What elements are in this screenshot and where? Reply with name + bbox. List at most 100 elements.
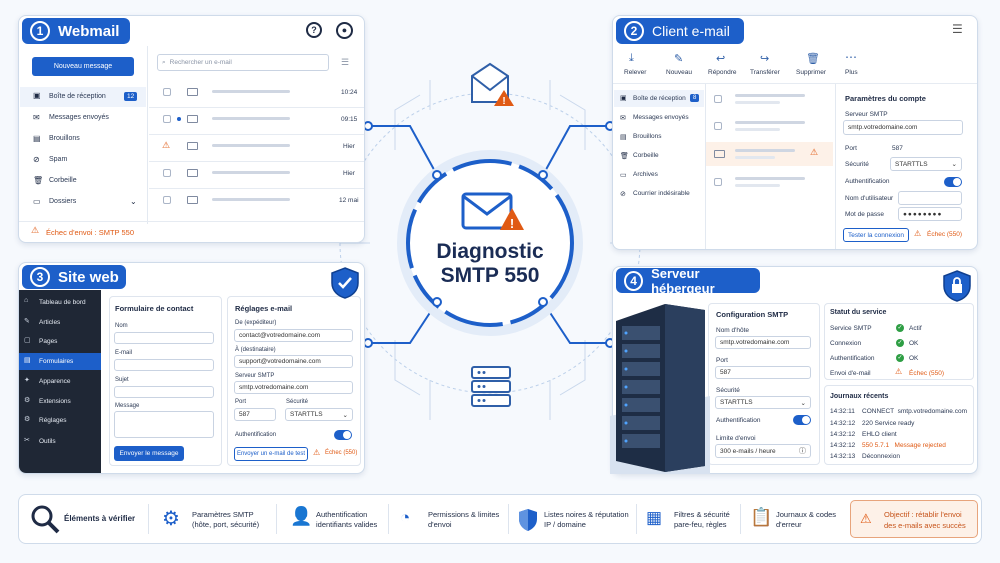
filter-icon[interactable]: ☰ bbox=[341, 57, 350, 67]
separator bbox=[276, 504, 277, 534]
server-rack-illustration bbox=[610, 304, 710, 474]
connector-dot bbox=[432, 297, 442, 307]
username-field[interactable] bbox=[898, 191, 962, 205]
smtp-field[interactable]: smtp.votredomaine.com bbox=[234, 381, 353, 394]
security-select[interactable]: STARTTLS ⌄ bbox=[715, 396, 811, 409]
log-time: 14:32:12 bbox=[830, 431, 856, 438]
toolbar-nouveau[interactable]: Nouveau bbox=[666, 69, 693, 76]
message-preview bbox=[735, 156, 775, 159]
nav-appearance[interactable]: Apparence bbox=[39, 378, 71, 385]
message-checkbox[interactable] bbox=[714, 122, 722, 130]
message-checkbox[interactable] bbox=[163, 169, 171, 177]
port-field[interactable]: 587 bbox=[234, 408, 276, 421]
server-stack-icon bbox=[471, 366, 511, 407]
check-logs: Journaux & codes d'erreur bbox=[776, 510, 837, 530]
nav-settings[interactable]: Réglages bbox=[39, 417, 67, 424]
account-icon[interactable]: ● bbox=[336, 22, 353, 39]
message-textarea[interactable] bbox=[114, 411, 214, 438]
inbox-count-badge: 8 bbox=[690, 94, 700, 102]
pencil-icon[interactable]: ✎ bbox=[674, 53, 684, 65]
folder-spam[interactable]: Spam bbox=[49, 156, 68, 163]
envelope-icon bbox=[187, 169, 198, 177]
reply-icon[interactable]: ↩ bbox=[716, 53, 726, 65]
download-icon[interactable]: ⤓ bbox=[629, 52, 634, 64]
folder-trash[interactable]: Corbeille bbox=[633, 152, 659, 159]
send-message-button[interactable]: Envoyer le message bbox=[114, 446, 184, 461]
more-icon[interactable]: ⋯ bbox=[845, 50, 857, 64]
message-subject bbox=[735, 94, 805, 97]
security-select[interactable]: STARTTLS ⌄ bbox=[890, 157, 962, 171]
toolbar-supprimer[interactable]: Supprimer bbox=[796, 69, 826, 76]
trash-icon[interactable]: 🗑 bbox=[806, 53, 820, 65]
nav-forms-active[interactable] bbox=[19, 353, 101, 370]
nav-tools[interactable]: Outils bbox=[39, 438, 56, 445]
name-input[interactable] bbox=[114, 332, 214, 344]
forward-icon[interactable]: ↪ bbox=[760, 53, 770, 65]
message-checkbox[interactable] bbox=[163, 88, 171, 96]
send-test-email-button[interactable]: Envoyer un e-mail de test bbox=[234, 447, 308, 461]
hostname-field[interactable]: smtp.votredomaine.com bbox=[715, 336, 811, 349]
form-icon: ▤ bbox=[24, 357, 31, 364]
help-icon[interactable]: ? bbox=[306, 22, 322, 38]
folder-drafts[interactable]: Brouillons bbox=[633, 133, 662, 140]
sent-icon: ✉ bbox=[33, 113, 40, 122]
toolbar-transferer[interactable]: Transférer bbox=[750, 69, 780, 76]
nav-pages[interactable]: Pages bbox=[39, 338, 58, 345]
nav-dashboard[interactable]: Tableau de bord bbox=[39, 299, 86, 306]
separator bbox=[148, 504, 149, 534]
message-subject bbox=[212, 144, 290, 147]
folder-inbox[interactable] bbox=[20, 87, 146, 107]
warning-icon: ⚠ bbox=[860, 511, 872, 526]
folder-sent[interactable]: Messages envoyés bbox=[49, 114, 109, 121]
folder-trash[interactable]: Corbeille bbox=[49, 177, 77, 184]
tools-icon: ✂ bbox=[24, 437, 30, 444]
toolbar-repondre[interactable]: Répondre bbox=[708, 69, 737, 76]
message-checkbox[interactable] bbox=[714, 95, 722, 103]
from-field[interactable]: contact@votredomaine.com bbox=[234, 329, 353, 342]
auth-toggle[interactable] bbox=[793, 415, 811, 425]
port-field[interactable]: 587 bbox=[715, 366, 811, 379]
chevron-down-icon[interactable]: ⌄ bbox=[130, 197, 137, 206]
auth-toggle[interactable] bbox=[944, 177, 962, 187]
port-label: Port bbox=[716, 357, 728, 364]
row-divider bbox=[149, 107, 364, 108]
new-message-button[interactable]: Nouveau message bbox=[32, 57, 134, 76]
message-time: 10:24 bbox=[341, 89, 358, 96]
folder-junk[interactable]: Courrier indésirable bbox=[633, 190, 690, 197]
subject-label: Sujet bbox=[115, 377, 129, 383]
subject-input[interactable] bbox=[114, 386, 214, 398]
svg-text:!: ! bbox=[502, 96, 505, 107]
menu-icon[interactable]: ☰ bbox=[952, 22, 963, 36]
auth-toggle[interactable] bbox=[334, 430, 352, 440]
nav-extensions[interactable]: Extensions bbox=[39, 398, 71, 405]
selected-message-row[interactable] bbox=[706, 142, 833, 166]
folder-sent[interactable]: Messages envoyés bbox=[633, 114, 689, 121]
folder-archives[interactable]: Archives bbox=[633, 171, 658, 178]
search-input[interactable]: ⌕ Rechercher un e-mail bbox=[157, 54, 329, 71]
nav-articles[interactable]: Articles bbox=[39, 319, 61, 326]
toolbar-relever[interactable]: Relever bbox=[624, 69, 647, 76]
check-blacklists: Listes noires & réputation IP / domaine bbox=[544, 510, 629, 530]
center-title-line1: Diagnostic bbox=[436, 240, 544, 263]
spam-icon: ⊘ bbox=[33, 155, 40, 164]
message-checkbox[interactable] bbox=[163, 196, 171, 204]
smtp-server-field[interactable]: smtp.votredomaine.com bbox=[843, 120, 963, 135]
magnifier-icon bbox=[31, 505, 60, 534]
log-time: 14:32:13 bbox=[830, 453, 856, 460]
password-field[interactable]: ●●●●●●●● bbox=[898, 207, 962, 221]
folder-folders[interactable]: Dossiers bbox=[49, 198, 77, 205]
message-checkbox[interactable] bbox=[163, 115, 171, 123]
folder-inbox[interactable] bbox=[614, 90, 704, 107]
test-connection-button[interactable]: Tester la connexion bbox=[843, 228, 909, 242]
folders-icon: ▭ bbox=[33, 197, 41, 206]
port-value[interactable]: 587 bbox=[892, 145, 903, 152]
folder-drafts[interactable]: Brouillons bbox=[49, 135, 80, 142]
toolbar-plus[interactable]: Plus bbox=[845, 69, 858, 76]
message-checkbox[interactable] bbox=[714, 178, 722, 186]
name-label: Nom bbox=[115, 323, 128, 329]
to-field[interactable]: support@votredomaine.com bbox=[234, 355, 353, 368]
send-limit-field[interactable]: 300 e-mails / heure ⓘ bbox=[715, 444, 811, 458]
email-input[interactable] bbox=[114, 359, 214, 371]
security-select[interactable]: STARTTLS ⌄ bbox=[285, 408, 353, 421]
message-subject bbox=[212, 171, 290, 174]
